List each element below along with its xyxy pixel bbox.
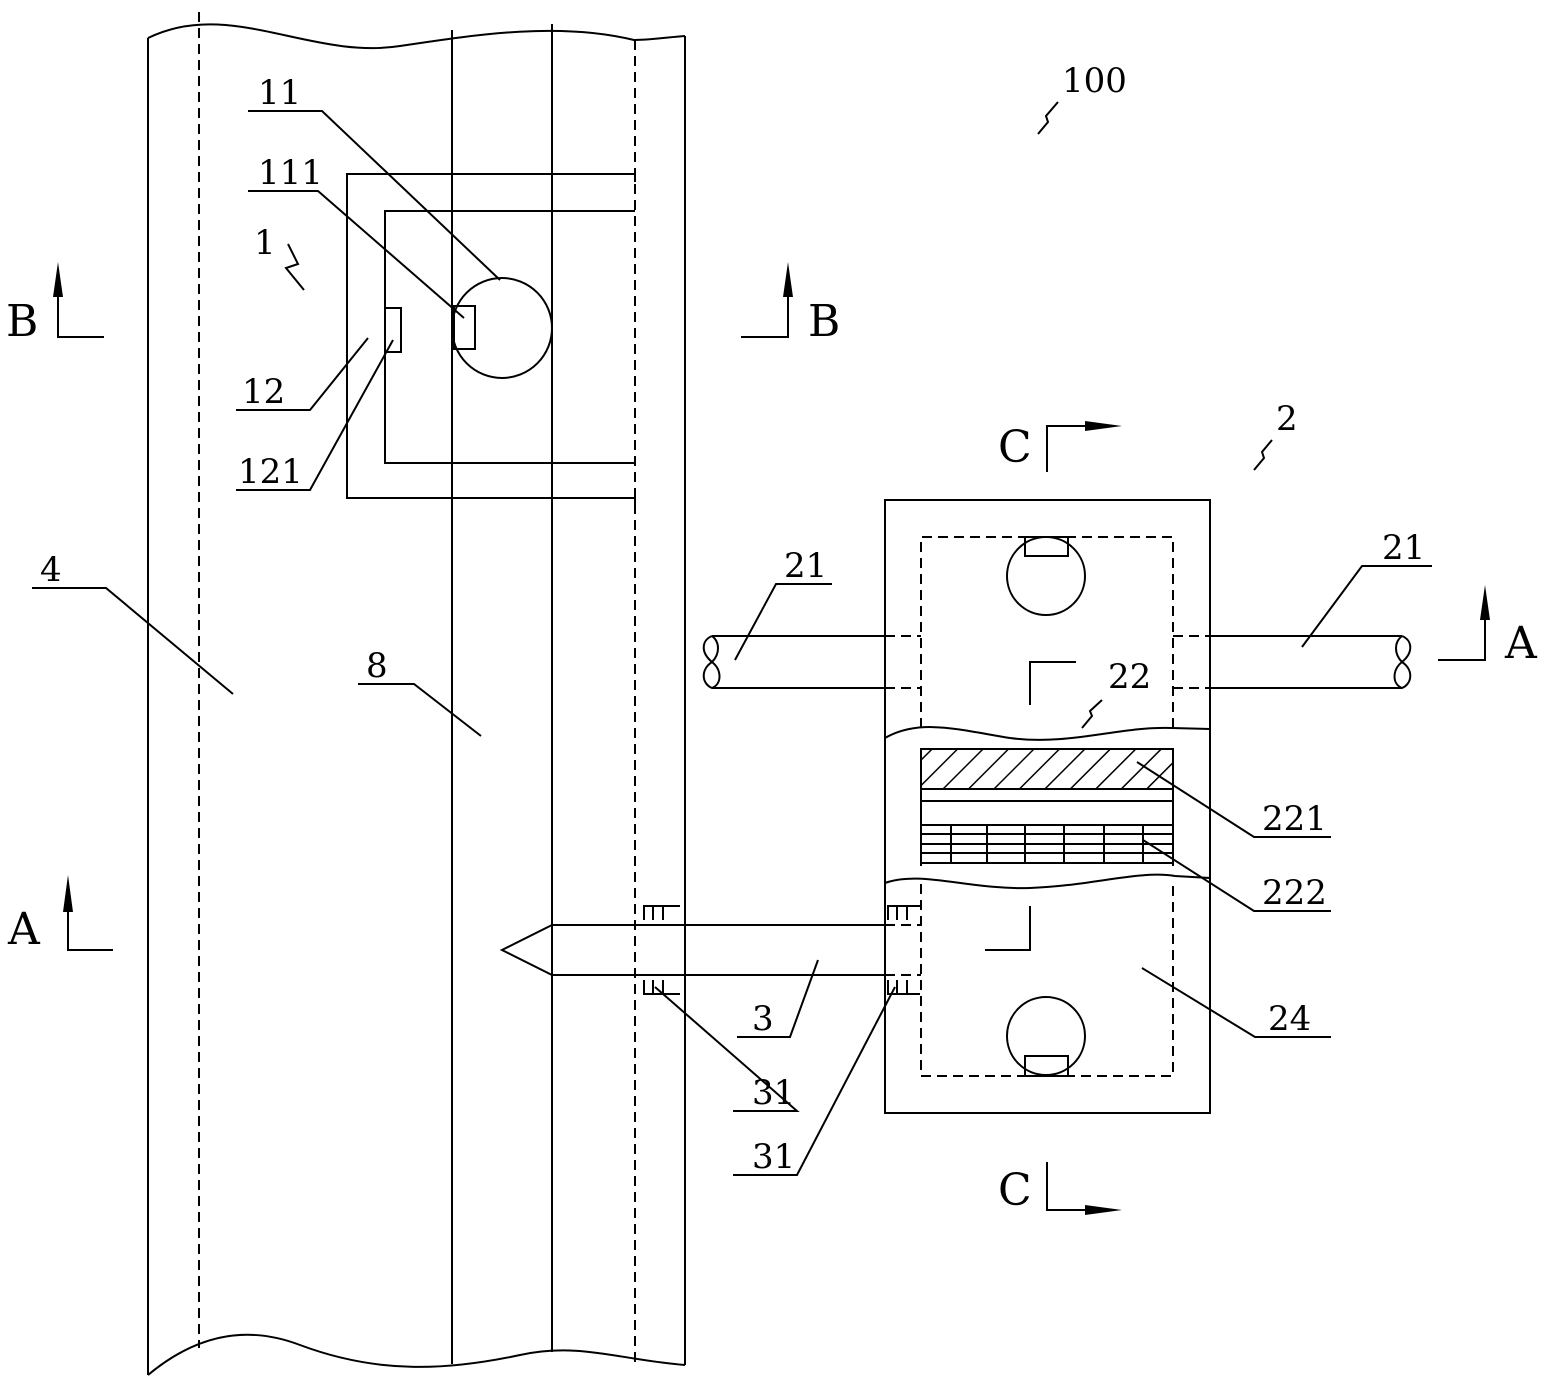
leader-31-upper <box>654 986 800 1112</box>
section-b-left-line <box>57 288 104 338</box>
leader-8 <box>358 683 482 737</box>
column-bottom-wavy-edge <box>147 1333 686 1376</box>
section-a-right-line <box>1438 610 1486 661</box>
upper-hole-slot <box>1024 536 1069 557</box>
rod-body <box>499 924 885 976</box>
column-top-wavy-edge <box>147 23 686 50</box>
rod-3 <box>499 905 921 995</box>
label-221: 221 <box>1262 799 1327 839</box>
section-label-a-right: A <box>1504 618 1538 669</box>
leader-111 <box>248 190 465 319</box>
inner-dashed-frame-bottom <box>920 884 1174 1077</box>
section-label-a-left: A <box>7 904 41 955</box>
label-22: 22 <box>1108 657 1151 697</box>
label-222: 222 <box>1262 873 1327 913</box>
zigzag-marker-1 <box>284 243 305 291</box>
left-leaders <box>32 110 501 737</box>
slot-111 <box>453 305 476 350</box>
section-c-bottom-line <box>1046 1162 1090 1211</box>
leader-11 <box>248 110 501 281</box>
label-111: 111 <box>258 153 323 193</box>
leader-31-lower <box>733 986 896 1176</box>
section-c-bottom-arrow <box>1085 1205 1122 1215</box>
section-a-left-line <box>67 900 113 951</box>
section-c-top-line <box>1046 425 1090 472</box>
section-a-left-arrow <box>63 875 73 912</box>
column-structure <box>147 12 686 1376</box>
label-2: 2 <box>1276 399 1298 439</box>
leader-221 <box>1136 761 1331 838</box>
zigzag-marker-22 <box>1081 699 1103 729</box>
upper-hole <box>1006 536 1086 616</box>
housing-24 <box>884 499 1211 1114</box>
corner-mark-top <box>1029 661 1076 705</box>
section-a-right-arrow <box>1480 585 1490 620</box>
hole-11 <box>451 277 553 379</box>
lower-break-line <box>884 873 1211 890</box>
label-8: 8 <box>366 646 388 686</box>
labels: 100 1 11 111 12 121 4 8 2 21 21 22 221 2… <box>6 61 1538 1216</box>
leader-4 <box>32 587 234 695</box>
label-21-left: 21 <box>784 546 827 586</box>
inner-bracket <box>384 210 635 464</box>
section-label-b-right: B <box>808 296 840 347</box>
slot-121 <box>384 307 402 353</box>
inner-dashed-frame-top <box>920 536 1174 728</box>
label-4: 4 <box>40 550 62 590</box>
pipes-21 <box>702 635 1412 690</box>
upper-break-line <box>884 726 1211 741</box>
section-label-b-left: B <box>6 296 38 347</box>
zigzag-marker-2 <box>1253 439 1273 471</box>
label-12: 12 <box>242 372 285 412</box>
leader-3 <box>737 959 819 1038</box>
label-1: 1 <box>254 223 276 263</box>
label-21-right: 21 <box>1382 528 1425 568</box>
label-100: 100 <box>1062 61 1127 101</box>
section-b-left-arrow <box>53 262 63 297</box>
label-31-lower: 31 <box>752 1137 795 1177</box>
section-b-right-line <box>741 288 789 338</box>
layer-222-grid <box>920 824 1174 864</box>
left-pipe-end <box>702 635 721 690</box>
leader-12 <box>236 337 369 411</box>
section-label-c-top: C <box>998 422 1032 473</box>
component-2 <box>884 439 1273 1114</box>
label-31-upper: 31 <box>752 1073 795 1113</box>
section-label-c-bottom: C <box>998 1165 1032 1216</box>
lower-hole <box>1006 996 1086 1076</box>
component-1 <box>284 170 636 506</box>
clip-31-right-upper <box>887 905 920 920</box>
leader-24 <box>1141 967 1331 1038</box>
outer-bracket <box>346 173 635 499</box>
leader-222 <box>1142 839 1331 912</box>
label-11: 11 <box>258 73 301 113</box>
clip-31-right-lower <box>887 980 920 995</box>
clip-31-left-lower <box>643 980 680 995</box>
leader-121 <box>236 339 394 491</box>
layer-221-hatched <box>920 748 1174 790</box>
right-pipe-end <box>1393 635 1412 690</box>
leader-100 <box>1037 101 1059 135</box>
leader-21-left <box>734 583 832 661</box>
section-c-top-arrow <box>1085 421 1122 431</box>
section-markers <box>53 262 1490 1215</box>
section-b-right-arrow <box>783 262 793 297</box>
clip-31-left-upper <box>643 905 680 920</box>
label-121: 121 <box>238 452 303 492</box>
right-leaders <box>654 101 1432 1176</box>
corner-mark-bottom <box>985 906 1031 951</box>
leader-21-right <box>1301 565 1432 648</box>
label-24: 24 <box>1268 999 1311 1039</box>
lower-hole-slot <box>1024 1055 1069 1077</box>
label-3: 3 <box>752 999 774 1039</box>
